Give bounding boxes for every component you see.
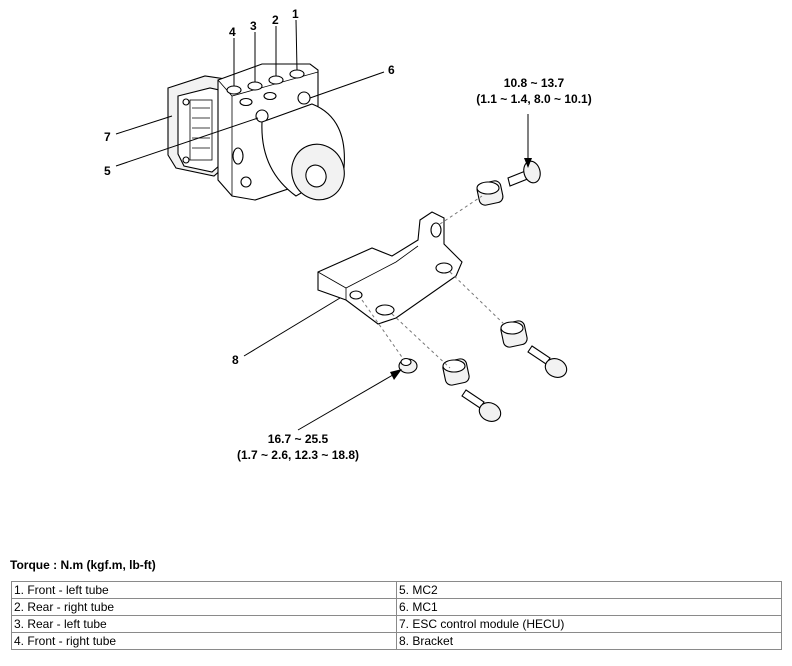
table-cell: 2. Rear - right tube	[11, 598, 397, 616]
leader-lines	[115, 19, 532, 431]
callout-6: 6	[388, 63, 395, 77]
table-cell: 5. MC2	[396, 581, 782, 599]
callout-8: 8	[232, 353, 239, 367]
callout-4: 4	[229, 25, 236, 39]
assembly-lines	[361, 195, 507, 369]
upper-torque-value: 10.8 ~ 13.7	[504, 76, 565, 90]
callout-2: 2	[272, 13, 279, 27]
lower-torque-conversion: (1.7 ~ 2.6, 12.3 ~ 18.8)	[237, 448, 359, 462]
parts-legend-table: 1. Front - left tube 5. MC2 2. Rear - ri…	[11, 581, 782, 650]
callout-1: 1	[292, 7, 299, 21]
nut	[398, 357, 418, 374]
table-row: 2. Rear - right tube 6. MC1	[11, 598, 782, 616]
torque-units-heading: Torque : N.m (kgf.m, lb-ft)	[10, 558, 156, 572]
table-row: 3. Rear - left tube 7. ESC control modul…	[11, 615, 782, 633]
table-row: 1. Front - left tube 5. MC2	[11, 581, 782, 599]
table-cell: 7. ESC control module (HECU)	[396, 615, 782, 633]
hecu-assembly	[167, 63, 345, 201]
table-cell: 8. Bracket	[396, 632, 782, 650]
table-cell: 1. Front - left tube	[11, 581, 397, 599]
callout-3: 3	[250, 19, 257, 33]
bracket	[317, 211, 463, 325]
table-cell: 4. Front - right tube	[11, 632, 397, 650]
table-cell: 6. MC1	[396, 598, 782, 616]
upper-bushing-bolt	[476, 160, 541, 206]
lower-middle-bushing-bolt	[442, 358, 502, 422]
table-cell: 3. Rear - left tube	[11, 615, 397, 633]
lower-right-bushing-bolt	[500, 320, 568, 378]
hecu-exploded-diagram: 1 2 3 4 6 7 5 8 10.8 ~ 13.7 (1.1 ~ 1.4, …	[104, 7, 592, 462]
table-row: 4. Front - right tube 8. Bracket	[11, 632, 782, 650]
upper-torque-conversion: (1.1 ~ 1.4, 8.0 ~ 10.1)	[476, 92, 591, 106]
callout-5: 5	[104, 164, 111, 178]
lower-torque-value: 16.7 ~ 25.5	[268, 432, 329, 446]
callout-7: 7	[104, 130, 111, 144]
